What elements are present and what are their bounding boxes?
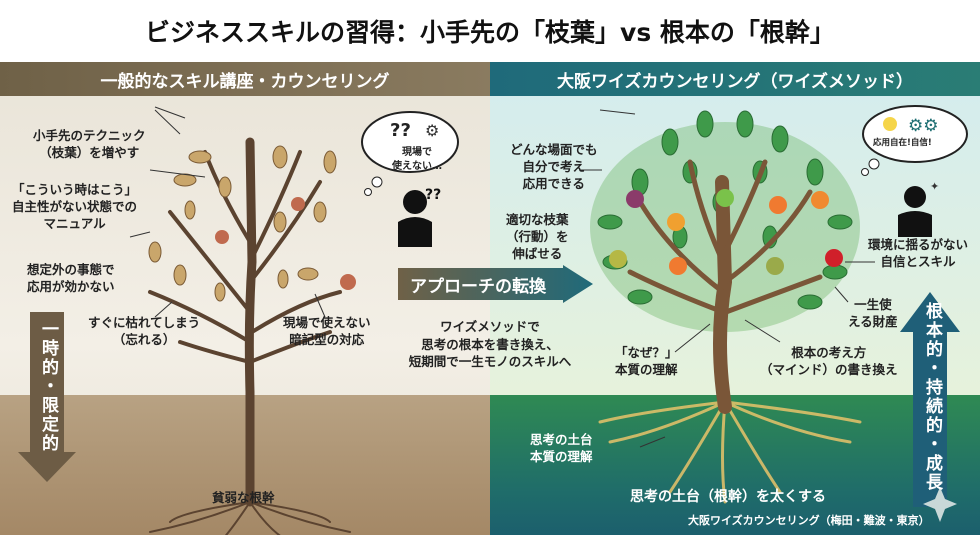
svg-text:??: ?? — [390, 120, 411, 141]
svg-text:✦: ✦ — [930, 180, 939, 193]
label-manual: 「こういう時はこう」自主性がない状態でのマニュアル — [12, 182, 138, 231]
label-confidence: 環境に揺るがない自信とスキル — [868, 237, 969, 269]
temporary-label: 一時的・限定的 — [38, 320, 58, 453]
left-header: 一般的なスキル講座・カウンセリング — [0, 62, 490, 96]
svg-text:??: ?? — [425, 187, 441, 203]
up-arrow — [900, 292, 960, 507]
svg-text:⚙⚙: ⚙⚙ — [908, 116, 938, 136]
thought-text: 現場で使えない… — [392, 147, 442, 172]
label-mindset: 根本の考え方（マインド）の書き換え — [760, 345, 898, 377]
confident-person-icon: ✦ — [898, 180, 939, 237]
label-adaptable: どんな場面でも自分で考え応用できる — [510, 142, 598, 191]
label-why: 「なぜ？」本質の理解 — [615, 345, 678, 377]
transition-label: アプローチの転換 — [410, 277, 546, 297]
down-arrow — [18, 312, 76, 482]
label-asset: 一生使える財産 — [848, 297, 898, 329]
healthy-tree-illustration: ⚙⚙ ✦ — [580, 105, 968, 522]
transition-arrow — [398, 265, 593, 303]
label-branches: 適切な枝葉（行動）を伸ばせる — [506, 212, 569, 261]
withered-tree-illustration: ?? ⚙ ?? — [18, 106, 459, 535]
label-withers: すぐに枯れてしまう（忘れる） — [88, 315, 201, 347]
method-note: ワイズメソッドで思考の根本を書き換え、短期間で一生モノのスキルへ — [408, 319, 572, 369]
right-header: 大阪ワイズカウンセリング（ワイズメソッド） — [490, 62, 980, 96]
confused-thought-bubble: ?? ⚙ — [361, 111, 459, 196]
sparkle-icon — [923, 487, 957, 522]
label-techniques: 小手先のテクニック（枝葉）を増やす — [33, 128, 146, 160]
confused-person-icon: ?? — [398, 187, 441, 247]
left-ground — [0, 395, 490, 535]
footer-company: 大阪ワイズカウンセリング（梅田・難波・東京） — [688, 514, 930, 527]
idea-thought-bubble: ⚙⚙ — [861, 105, 968, 176]
svg-text:⚙: ⚙ — [425, 121, 439, 140]
label-foundation: 思考の土台本質の理解 — [530, 432, 593, 464]
sustainable-label: 根本的・持続的・成長 — [922, 302, 942, 492]
page-title: ビジネススキルの習得：小手先の「枝葉」vs 根本の「根幹」 — [145, 18, 835, 47]
label-memorization: 現場で使えない暗記型の対応 — [283, 315, 371, 347]
label-weak-root: 貧弱な根幹 — [212, 490, 275, 505]
label-no-application: 想定外の事態で応用が効かない — [27, 262, 115, 294]
label-thicken-root: 思考の土台（根幹）を太くする — [630, 489, 826, 505]
thought-text-right: 応用自在!自信! — [873, 138, 932, 148]
right-panel: ⚙⚙ ✦ 大阪ワイズカウンセリング（ワイズメソッド） どんな場面でも自分で考え応… — [490, 62, 980, 535]
